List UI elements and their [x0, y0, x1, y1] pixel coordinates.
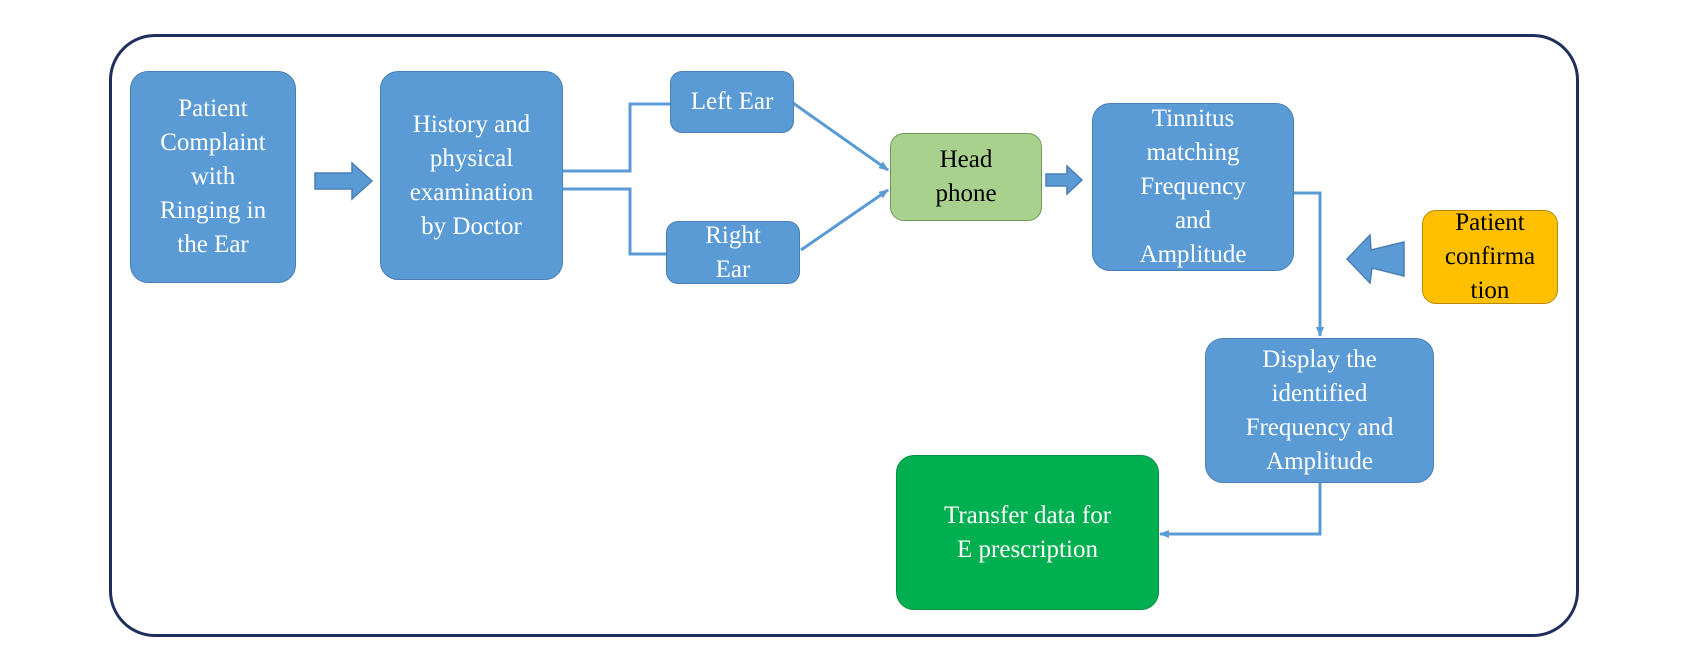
node-text-line: Ringing in [159, 197, 267, 224]
node-headphone: Head phone [890, 133, 1042, 221]
node-text-line: Tinnitus [1151, 105, 1235, 132]
node-transfer-data: Transfer data for E prescription [896, 455, 1159, 610]
node-text-line: Display the [1262, 345, 1377, 373]
node-text-line: Amplitude [1266, 447, 1373, 475]
node-right-ear: Right Ear [666, 221, 800, 284]
node-history-examination: History and physical examination by Doct… [380, 71, 563, 280]
node-text-line: physical [429, 144, 514, 172]
connector-tinnitus-to-display [1294, 191, 1324, 337]
connector-history-to-right-ear [563, 187, 666, 256]
block-arrow-headphone-to-tinnitus [1045, 164, 1084, 196]
node-tinnitus-matching: Tinnitus matching Frequency and Amplitud… [1092, 103, 1294, 271]
node-text-line: Patient [1455, 209, 1525, 236]
node-text-line: tion [1470, 277, 1510, 304]
node-text-line: Complaint [160, 129, 266, 156]
node-patient-confirmation: Patient confirma tion [1422, 209, 1558, 304]
connector-history-to-left-ear [563, 102, 670, 173]
node-text-line: examination [409, 178, 534, 206]
node-text-line: Ear [715, 255, 751, 283]
node-text-line: the Ear [177, 231, 249, 258]
node-text-line: phone [935, 180, 997, 207]
node-text-line: Patient [178, 95, 248, 122]
connector-display-to-transfer [1159, 483, 1322, 538]
node-text-line: Amplitude [1139, 241, 1247, 268]
node-text-line: Frequency and [1245, 413, 1394, 441]
diagram-frame [109, 34, 1579, 637]
node-text-line: E prescription [957, 535, 1098, 563]
node-text-line: matching [1146, 139, 1240, 166]
node-text-line: Transfer data for [943, 501, 1112, 529]
node-left-ear: Left Ear [670, 71, 794, 133]
node-patient-complaint: Patient Complaint with Ringing in the Ea… [130, 71, 296, 283]
node-text-line: identified [1271, 379, 1368, 407]
node-text-line: Left Ear [690, 88, 774, 115]
connector-left-ear-to-headphone [792, 101, 889, 172]
node-text-line: confirma [1444, 243, 1536, 270]
block-arrow-confirmation-to-flow [1345, 233, 1405, 285]
node-text-line: History and [412, 110, 531, 138]
node-text-line: by Doctor [421, 212, 522, 240]
node-text-line: Frequency [1140, 173, 1246, 200]
node-text-line: Head [939, 146, 993, 173]
block-arrow-complaint-to-history [314, 161, 374, 201]
connector-right-ear-to-headphone [800, 188, 889, 252]
node-display-identified: Display the identified Frequency and Amp… [1205, 338, 1434, 483]
node-text-line: Right [705, 221, 761, 249]
node-text-line: and [1174, 207, 1212, 234]
node-text-line: with [190, 163, 236, 190]
